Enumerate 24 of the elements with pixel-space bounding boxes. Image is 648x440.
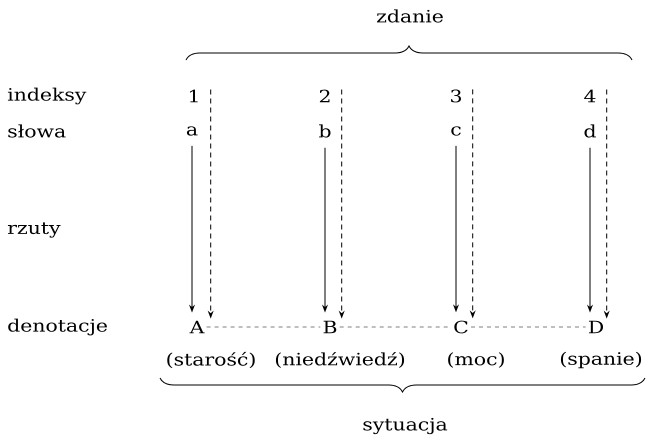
denotation-caption: (niedźwiedź)	[276, 352, 404, 368]
node-label: a	[186, 126, 198, 136]
node-label: c	[451, 126, 461, 136]
row-label: słowa	[8, 124, 66, 138]
row-label: rzuty	[8, 222, 60, 238]
node-label: b	[319, 124, 330, 138]
row-label: indeksy	[8, 88, 86, 104]
node-label: D	[588, 320, 603, 334]
node-label: C	[454, 320, 468, 334]
row-label: denotacje	[8, 318, 107, 336]
node-label: d	[584, 124, 596, 138]
denotation-caption: (starość)	[167, 352, 255, 368]
dashed-connector	[206, 326, 321, 328]
brace-label: sytuacja	[363, 418, 448, 434]
node-label: B	[324, 320, 336, 334]
denotation-caption: (spanie)	[560, 352, 642, 368]
node-label: A	[190, 320, 205, 334]
node-label: 4	[584, 90, 596, 102]
denotation-caption: (moc)	[448, 352, 504, 368]
node-label: 3	[451, 90, 461, 102]
dashed-connector	[470, 326, 586, 328]
brace-label: zdanie	[376, 9, 443, 23]
node-label: 2	[320, 90, 330, 102]
node-label: 1	[190, 90, 198, 102]
